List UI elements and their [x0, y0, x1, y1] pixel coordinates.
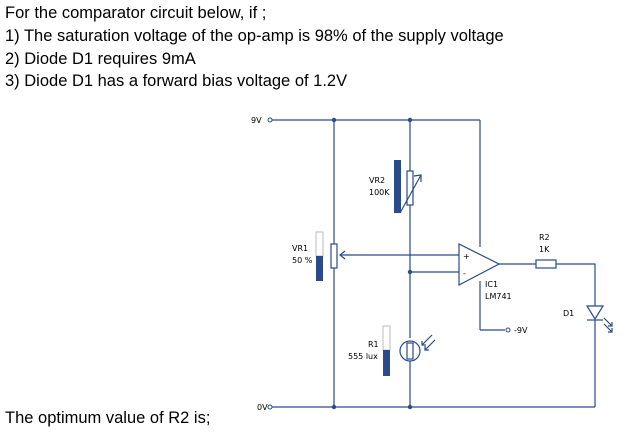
r2-name: R2: [539, 233, 550, 242]
condition-1: 1) The saturation voltage of the op-amp …: [5, 27, 504, 45]
supply-neg-label: -9V: [514, 326, 528, 335]
vr1-indicator-frame: [315, 231, 324, 257]
led-ray-1: [603, 317, 613, 327]
r2-value: 1K: [539, 245, 550, 254]
supply-zero-label: 0V: [257, 403, 268, 412]
d1-name: D1: [563, 309, 574, 318]
vr1-body: [330, 243, 338, 269]
vr2-value: 100K: [369, 188, 390, 197]
junction-node: [407, 117, 413, 123]
vr1-level-bar: [316, 256, 323, 281]
ic1-part: LM741: [485, 292, 512, 301]
led-ray-2: [603, 323, 613, 333]
junction-node: [331, 117, 337, 123]
vr2-adjust-arrowhead: [413, 174, 422, 182]
condition-3: 3) Diode D1 has a forward bias voltage o…: [5, 72, 348, 90]
light-ray-1: [421, 334, 433, 346]
d1-triangle: [585, 305, 605, 321]
vr1-value: 50 %: [292, 256, 313, 265]
junction-node: [331, 404, 337, 410]
vr2-adjust-arrow: [399, 174, 422, 214]
question-intro: For the comparator circuit below, if ;: [5, 4, 267, 22]
light-ray-2-head: [424, 346, 429, 351]
r2-body: [535, 259, 557, 269]
opamp-triangle: [458, 243, 501, 286]
junction-node: [407, 269, 413, 275]
led-ray-2-head: [608, 328, 613, 333]
r1-body: [406, 342, 414, 360]
opamp-minus-sign: -: [463, 269, 466, 278]
opamp-plus-sign: +: [463, 252, 470, 261]
r1-level-bar: [383, 350, 390, 376]
ic1-name: IC1: [485, 280, 498, 289]
light-ray-1-head: [421, 341, 426, 346]
positive-terminal: [267, 117, 273, 123]
negative-terminal: [505, 327, 511, 333]
question-prompt: The optimum value of R2 is;: [5, 409, 211, 427]
supply-pos-label: 9V: [251, 116, 262, 125]
r1-indicator-frame: [382, 325, 391, 351]
r1-name: R1: [368, 340, 379, 349]
junction-node: [407, 404, 413, 410]
vr1-name: VR1: [292, 244, 308, 253]
r2-to-d1-wire: [556, 263, 596, 306]
vr2-name: VR2: [369, 176, 385, 185]
light-ray-2: [424, 339, 436, 351]
r1-value: 555 lux: [348, 352, 378, 361]
condition-2: 2) Diode D1 requires 9mA: [5, 50, 196, 68]
zero-terminal: [267, 404, 273, 410]
vr2-level-bar: [394, 160, 401, 213]
led-ray-1-head: [608, 322, 613, 327]
